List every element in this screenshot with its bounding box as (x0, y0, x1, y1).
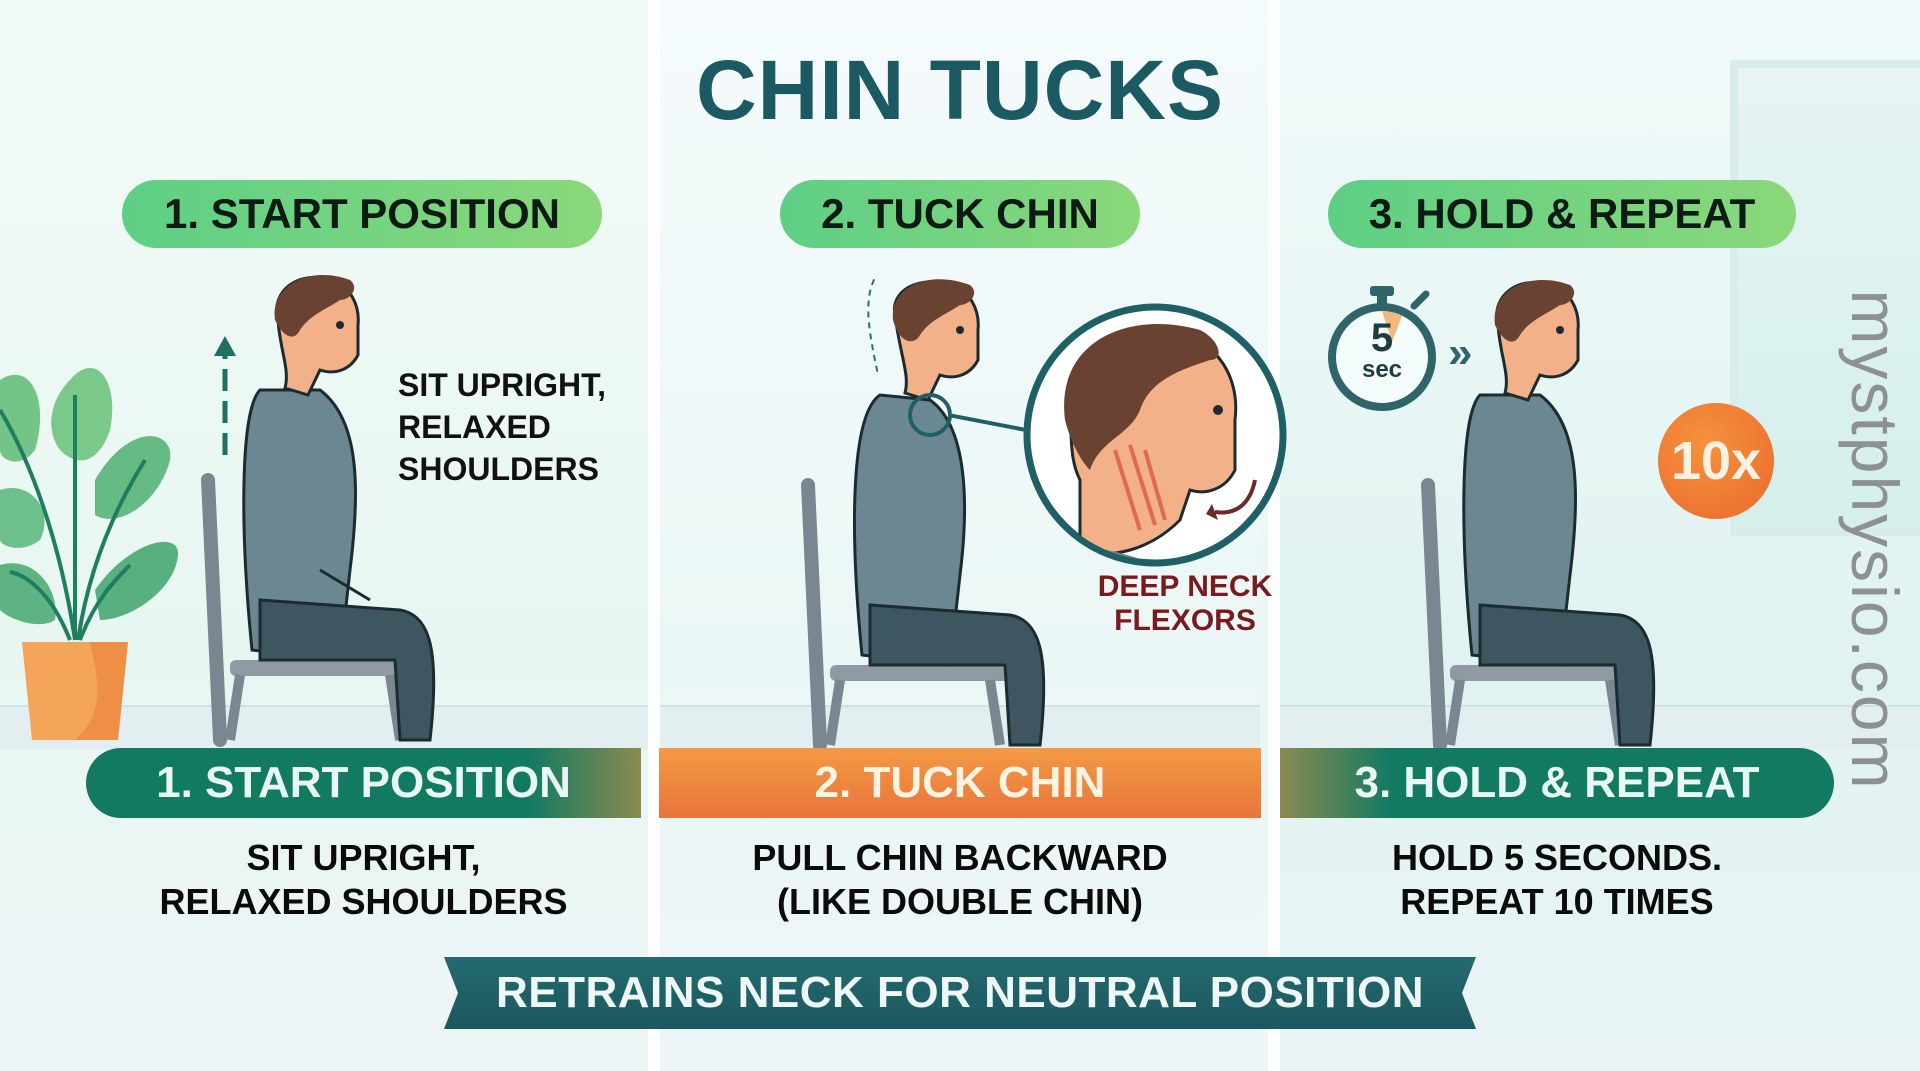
side-note-line: RELAXED (398, 409, 551, 445)
floor (660, 705, 1260, 749)
step-2-bar: 2. TUCK CHIN (659, 748, 1261, 818)
callout-line: FLEXORS (1114, 604, 1256, 637)
step-1-bar: 1. START POSITION (86, 748, 641, 818)
timer-value: 5 (1370, 316, 1394, 360)
callout-line: DEEP NECK (1097, 570, 1273, 603)
seated-person-figure (801, 275, 1046, 750)
seated-person-figure (201, 274, 436, 747)
step-2-description: PULL CHIN BACKWARD (LIKE DOUBLE CHIN) (659, 836, 1261, 924)
stopwatch-icon (1328, 286, 1436, 411)
description-line: REPEAT 10 TIMES (1400, 881, 1714, 922)
summary-banner: RETRAINS NECK FOR NEUTRAL POSITION (440, 955, 1480, 1031)
deep-neck-flexors-label: DEEP NECK FLEXORS (1080, 570, 1290, 638)
ribbon-shape (444, 957, 1476, 1029)
step-2-pill: 2. TUCK CHIN (780, 180, 1140, 248)
page-title: CHIN TUCKS (696, 43, 1224, 137)
repeat-badge: 10x (1658, 403, 1774, 519)
step-3-pill: 3. HOLD & REPEAT (1328, 180, 1796, 248)
step-3-description: HOLD 5 SECONDS. REPEAT 10 TIMES (1280, 836, 1834, 924)
description-line: (LIKE DOUBLE CHIN) (777, 881, 1143, 922)
description-line: HOLD 5 SECONDS. (1391, 837, 1723, 878)
description-line: PULL CHIN BACKWARD (752, 837, 1168, 878)
step-1-pill: 1. START POSITION (122, 180, 602, 248)
step-1-description: SIT UPRIGHT, RELAXED SHOULDERS (86, 836, 641, 924)
callout-connector (948, 413, 1026, 432)
watermark-text: mystphysio.com (1838, 289, 1912, 791)
panel-divider (648, 0, 660, 1071)
description-line: RELAXED SHOULDERS (159, 881, 568, 922)
panel-divider (1268, 0, 1280, 1071)
watermark: mystphysio.com (1830, 260, 1920, 820)
side-note-line: SIT UPRIGHT, (398, 367, 607, 403)
banner-text: RETRAINS NECK FOR NEUTRAL POSITION (495, 968, 1424, 1017)
floor (1280, 705, 1920, 749)
timer-unit: sec (1361, 356, 1403, 383)
seated-person-figure (1421, 279, 1656, 750)
step-1-side-note: SIT UPRIGHT, RELAXED SHOULDERS (398, 364, 606, 490)
description-line: SIT UPRIGHT, (246, 837, 481, 878)
up-arrow-icon (214, 336, 236, 455)
step-3-bar: 3. HOLD & REPEAT (1280, 748, 1834, 818)
double-chevron-icon: » (1448, 328, 1473, 377)
side-note-line: SHOULDERS (398, 451, 599, 487)
zoom-circle-callout (1023, 303, 1287, 567)
potted-plant-icon (0, 368, 179, 740)
